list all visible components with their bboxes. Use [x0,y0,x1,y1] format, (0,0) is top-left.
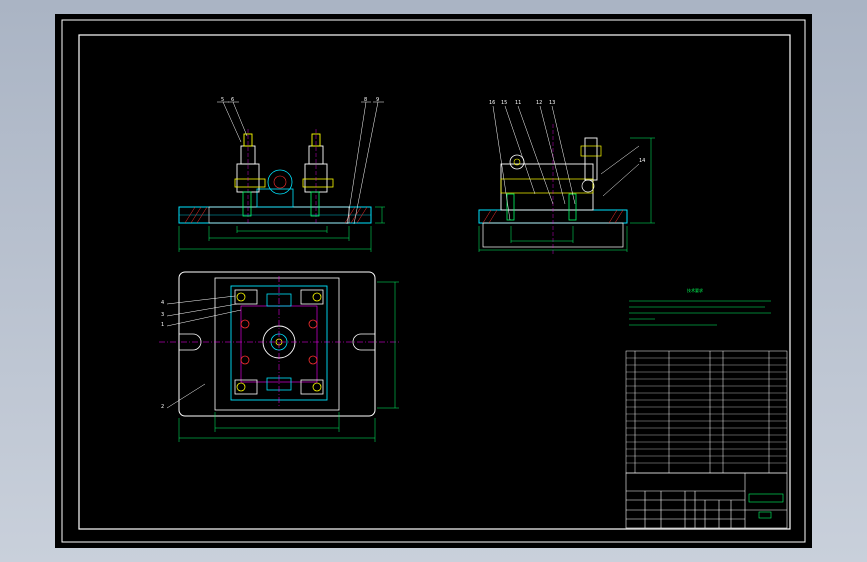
side-view [478,105,655,254]
plan-view [159,271,399,442]
outer-frame [61,19,806,543]
svg-text:技术要求: 技术要求 [687,287,703,293]
front-view [178,101,385,252]
sheet-background [55,14,812,548]
inner-border [78,34,791,530]
cad-drawing-viewport[interactable]: 技术要求 [55,14,812,548]
technical-notes: 技术要求 [629,287,771,326]
drawing-sheet: 技术要求 [55,14,812,548]
title-block [625,472,788,529]
parts-list [625,350,788,474]
